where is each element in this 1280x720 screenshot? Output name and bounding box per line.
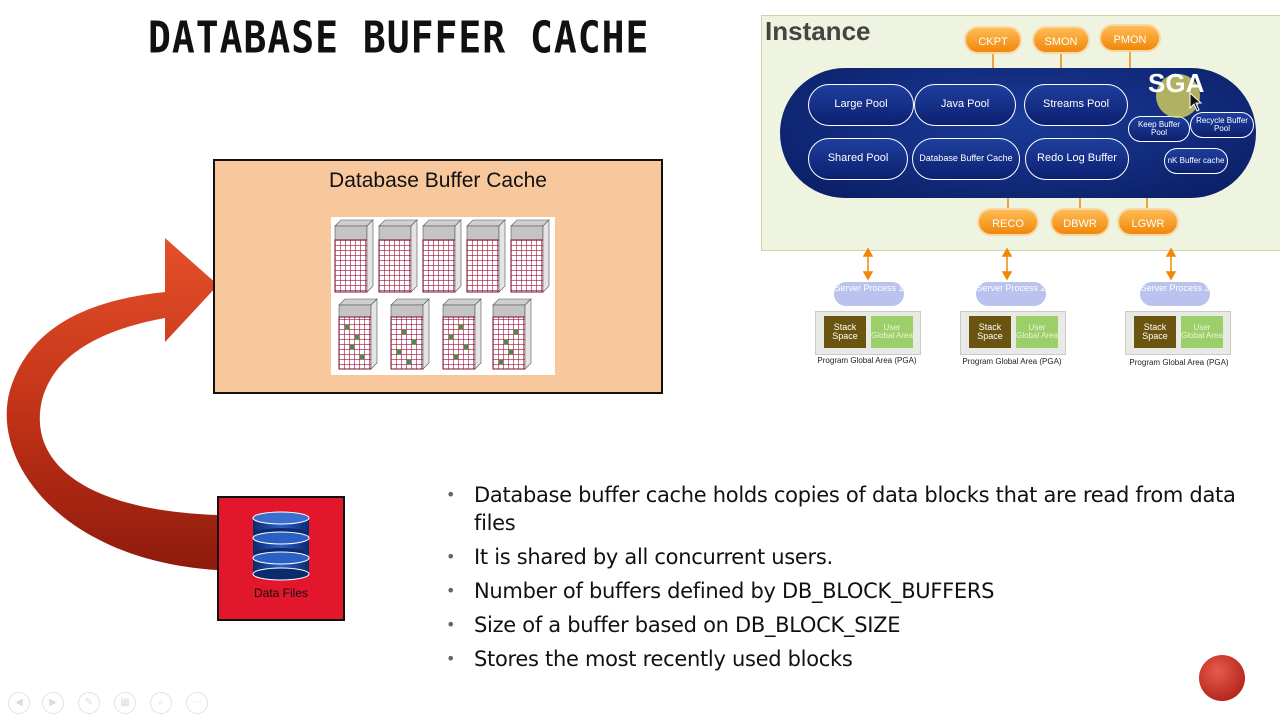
slide-title: DATABASE BUFFER CACHE	[148, 12, 650, 63]
next-slide-icon[interactable]: ▶	[42, 692, 64, 714]
cache-blocks	[331, 217, 555, 375]
sga-label: SGA	[1148, 68, 1205, 98]
large-pool: Large Pool	[808, 84, 914, 126]
block-row-top	[334, 219, 550, 293]
bullet-item: • Stores the most recently used blocks	[446, 645, 1246, 673]
more-options-icon[interactable]: ⋯	[186, 692, 208, 714]
database-buffer-cache-pool: Database Buffer Cache	[912, 138, 1020, 180]
user-global-area-1: User Global Area	[871, 316, 913, 348]
bullet-item: • Database buffer cache holds copies of d…	[446, 481, 1246, 537]
bullet-marker: •	[446, 581, 456, 600]
slides-grid-icon[interactable]: ▦	[114, 692, 136, 714]
java-pool: Java Pool	[914, 84, 1016, 126]
stack-space-2: Stack Space	[969, 316, 1011, 348]
sga-highlight	[1156, 74, 1200, 118]
bullet-text: Stores the most recently used blocks	[474, 647, 853, 671]
presenter-logo-icon	[1199, 655, 1245, 701]
buffer-cache-title: Database Buffer Cache	[329, 169, 547, 192]
process-ckpt: CKPT	[964, 26, 1022, 54]
bullet-text: Database buffer cache holds copies of da…	[474, 483, 1236, 535]
bullet-item: • Size of a buffer based on DB_BLOCK_SIZE	[446, 611, 1246, 639]
data-files-label: Data Files	[253, 586, 309, 600]
database-icon	[252, 511, 310, 581]
process-dbwr: DBWR	[1050, 208, 1110, 236]
data-files-box: Data Files	[217, 496, 345, 621]
bullet-list: • Database buffer cache holds copies of d…	[446, 481, 1246, 679]
keep-buffer-pool: Keep Buffer Pool	[1128, 116, 1190, 142]
pga-box-3: Stack Space User Global Area	[1125, 311, 1231, 355]
server-process-2: Server Process 2	[976, 282, 1046, 306]
pga-label-1: Program Global Area (PGA)	[817, 356, 917, 365]
mouse-cursor-icon	[1189, 92, 1203, 112]
data-blocks-illustration	[334, 219, 550, 370]
zoom-icon[interactable]: ⌕	[150, 692, 172, 714]
recycle-buffer-pool: Recycle Buffer Pool	[1190, 112, 1254, 138]
instance-title: Instance	[765, 16, 871, 46]
pga-label-2: Program Global Area (PGA)	[962, 357, 1062, 366]
stack-space-1: Stack Space	[824, 316, 866, 348]
bullet-marker: •	[446, 615, 456, 634]
connector-lines	[992, 52, 1148, 208]
bullet-text: It is shared by all concurrent users.	[474, 545, 833, 569]
bullet-marker: •	[446, 547, 456, 566]
pga-label-3: Program Global Area (PGA)	[1129, 358, 1229, 367]
server-process-1: Server Process 1	[834, 282, 904, 306]
user-global-area-3: User Global Area	[1181, 316, 1223, 348]
bullet-text: Number of buffers defined by DB_BLOCK_BU…	[474, 579, 995, 603]
user-global-area-2: User Global Area	[1016, 316, 1058, 348]
redo-log-buffer-pool: Redo Log Buffer	[1025, 138, 1129, 180]
nk-buffer-cache: nK Buffer cache	[1164, 148, 1228, 174]
process-reco: RECO	[977, 208, 1039, 236]
bullet-marker: •	[446, 649, 456, 668]
block-row-bottom	[338, 298, 532, 370]
sga-region: Large Pool Java Pool Streams Pool Shared…	[780, 68, 1256, 198]
process-lgwr: LGWR	[1117, 208, 1179, 236]
pga-box-1: Stack Space User Global Area	[815, 311, 921, 355]
process-pmon: PMON	[1099, 24, 1161, 52]
pen-icon[interactable]: ✎	[78, 692, 100, 714]
shared-pool: Shared Pool	[808, 138, 908, 180]
server-process-3: Server Process 3	[1140, 282, 1210, 306]
instance-diagram: Instance CKPT SMON PMON Large Pool Java …	[761, 15, 1280, 251]
pga-box-2: Stack Space User Global Area	[960, 311, 1066, 355]
process-smon: SMON	[1032, 26, 1090, 54]
bullet-item: • It is shared by all concurrent users.	[446, 543, 1246, 571]
buffer-cache-box: Database Buffer Cache	[213, 159, 663, 394]
server-process-arrows	[862, 248, 1177, 281]
bullet-item: • Number of buffers defined by DB_BLOCK_B…	[446, 577, 1246, 605]
previous-slide-icon[interactable]: ◀	[8, 692, 30, 714]
streams-pool: Streams Pool	[1024, 84, 1128, 126]
bullet-marker: •	[446, 485, 456, 504]
stack-space-3: Stack Space	[1134, 316, 1176, 348]
bullet-text: Size of a buffer based on DB_BLOCK_SIZE	[474, 613, 901, 637]
curved-arrow-icon	[6, 238, 218, 570]
